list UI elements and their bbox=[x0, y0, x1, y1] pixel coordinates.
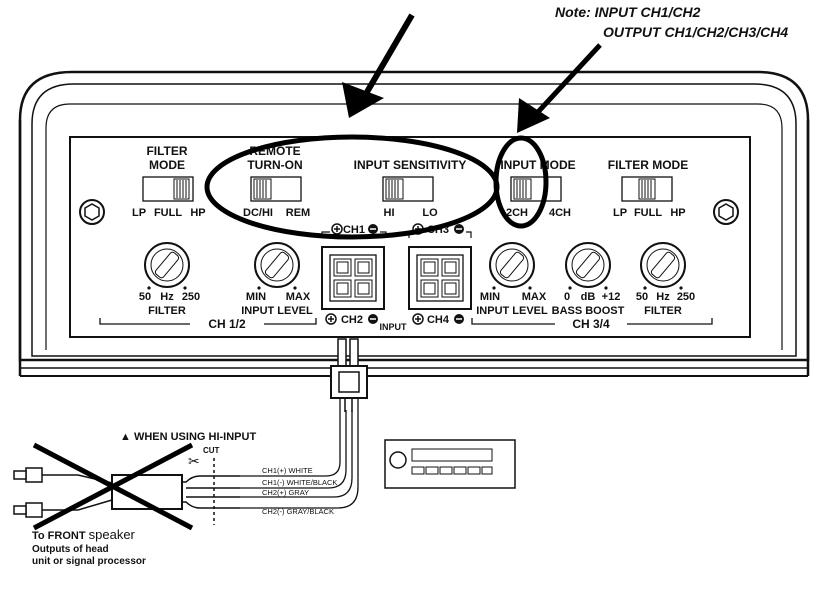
left-screw-icon bbox=[79, 199, 105, 225]
bass-unit-label: dB bbox=[581, 291, 596, 303]
bass-boost-knob[interactable] bbox=[565, 242, 611, 290]
bass-min-label: 0 bbox=[564, 291, 570, 303]
ch34-section-label: CH 3/4 bbox=[572, 317, 610, 331]
ch2-label: CH2 bbox=[341, 314, 363, 326]
arrow-to-remote-icon bbox=[342, 13, 415, 118]
input-sensitivity-title: INPUT SENSITIVITY bbox=[354, 158, 467, 172]
ch12-section-bracket bbox=[99, 318, 317, 325]
harness-wires bbox=[240, 398, 359, 509]
ch4-plus-icon bbox=[412, 313, 424, 325]
input-connector-ch34[interactable] bbox=[408, 246, 472, 310]
input-mode-2ch-label: 2CH bbox=[506, 207, 528, 219]
wire3-label: CH2(+) GRAY bbox=[262, 488, 309, 497]
note-line-1: Note: INPUT CH1/CH2 bbox=[555, 4, 701, 20]
level34-min-label: MIN bbox=[480, 291, 500, 303]
input-level-knob-ch34[interactable] bbox=[489, 242, 535, 290]
ch3-minus-icon bbox=[454, 224, 464, 234]
front-speaker-caption: To FRONT speaker bbox=[32, 527, 136, 542]
right-filter-full-label: FULL bbox=[634, 207, 662, 219]
ch2-minus-icon bbox=[368, 314, 378, 324]
input-connector-ch12[interactable] bbox=[321, 246, 385, 310]
ch4-label: CH4 bbox=[427, 314, 450, 326]
filter34-max-label: 250 bbox=[677, 291, 695, 303]
filter12-max-label: 250 bbox=[182, 291, 200, 303]
right-filter-lp-label: LP bbox=[613, 207, 627, 219]
wire4-label: CH2(-) GRAY/BLACK bbox=[262, 507, 334, 516]
front-speaker-prefix: To FRONT bbox=[32, 530, 86, 542]
filter34-unit-label: Hz bbox=[656, 291, 670, 303]
filter12-min-label: 50 bbox=[139, 291, 151, 303]
bass-max-label: +12 bbox=[602, 291, 621, 303]
remote-turn-on-title-2: TURN-ON bbox=[247, 158, 302, 172]
left-filter-mode-title-1: FILTER bbox=[146, 144, 187, 158]
cross-out-x-icon bbox=[32, 442, 194, 531]
left-filter-mode-title-2: MODE bbox=[149, 158, 185, 172]
filter12-unit-label: Hz bbox=[160, 291, 174, 303]
wire2-label: CH1(-) WHITE/BLACK bbox=[262, 478, 337, 487]
arrow-to-input-mode-icon bbox=[517, 43, 602, 133]
filter-knob-ch34[interactable] bbox=[640, 242, 686, 290]
outputs-line-2: unit or signal processor bbox=[32, 556, 146, 567]
highlight-ellipse-input-mode bbox=[493, 135, 549, 229]
hi-input-heading: ▲ WHEN USING HI-INPUT bbox=[120, 431, 256, 443]
filter-knob-ch12[interactable] bbox=[144, 242, 190, 290]
front-speaker-word: speaker bbox=[89, 527, 136, 542]
ch4-minus-icon bbox=[454, 314, 464, 324]
right-screw-icon bbox=[713, 199, 739, 225]
right-filter-mode-switch[interactable] bbox=[621, 176, 673, 202]
ch1-minus-icon bbox=[368, 224, 378, 234]
ch34-section-bracket bbox=[471, 318, 713, 325]
filter34-name-label: FILTER bbox=[644, 305, 682, 317]
input-harness-plug bbox=[330, 338, 368, 412]
filter34-min-label: 50 bbox=[636, 291, 648, 303]
ch12-section-label: CH 1/2 bbox=[208, 317, 246, 331]
outputs-line-1: Outputs of head bbox=[32, 544, 109, 555]
input-mode-4ch-label: 4CH bbox=[549, 207, 571, 219]
level34-max-label: MAX bbox=[522, 291, 547, 303]
ch1-label: CH1 bbox=[343, 224, 365, 236]
level12-name-label: INPUT LEVEL bbox=[241, 305, 313, 317]
bass-name-label: BASS BOOST bbox=[552, 305, 625, 317]
level12-min-label: MIN bbox=[246, 291, 266, 303]
sensitivity-lo-label: LO bbox=[422, 207, 438, 219]
head-unit-icon bbox=[384, 439, 516, 489]
right-filter-hp-label: HP bbox=[670, 207, 685, 219]
left-filter-mode-switch[interactable] bbox=[142, 176, 194, 202]
scissors-icon: ✂ bbox=[188, 454, 200, 470]
input-mode-switch[interactable] bbox=[510, 176, 562, 202]
note-line-2: OUTPUT CH1/CH2/CH3/CH4 bbox=[603, 24, 788, 40]
remote-turn-on-switch[interactable] bbox=[250, 176, 302, 202]
level34-name-label: INPUT LEVEL bbox=[476, 305, 548, 317]
input-mode-title: INPUT MODE bbox=[500, 158, 575, 172]
right-filter-mode-title: FILTER MODE bbox=[608, 158, 688, 172]
input-label: INPUT bbox=[380, 322, 408, 332]
cut-label: CUT bbox=[203, 446, 220, 455]
left-filter-hp-label: HP bbox=[190, 207, 205, 219]
left-filter-lp-label: LP bbox=[132, 207, 146, 219]
remote-dchi-label: DC/HI bbox=[243, 207, 273, 219]
ch2-plus-icon bbox=[325, 313, 337, 325]
filter12-name-label: FILTER bbox=[148, 305, 186, 317]
input-level-knob-ch12[interactable] bbox=[254, 242, 300, 290]
amplifier-body bbox=[18, 70, 810, 377]
remote-rem-label: REM bbox=[286, 207, 310, 219]
ch1-plus-icon bbox=[331, 223, 343, 235]
sensitivity-hi-label: HI bbox=[384, 207, 395, 219]
level12-max-label: MAX bbox=[286, 291, 311, 303]
wire1-label: CH1(+) WHITE bbox=[262, 466, 313, 475]
left-filter-full-label: FULL bbox=[154, 207, 182, 219]
input-sensitivity-switch[interactable] bbox=[382, 176, 434, 202]
